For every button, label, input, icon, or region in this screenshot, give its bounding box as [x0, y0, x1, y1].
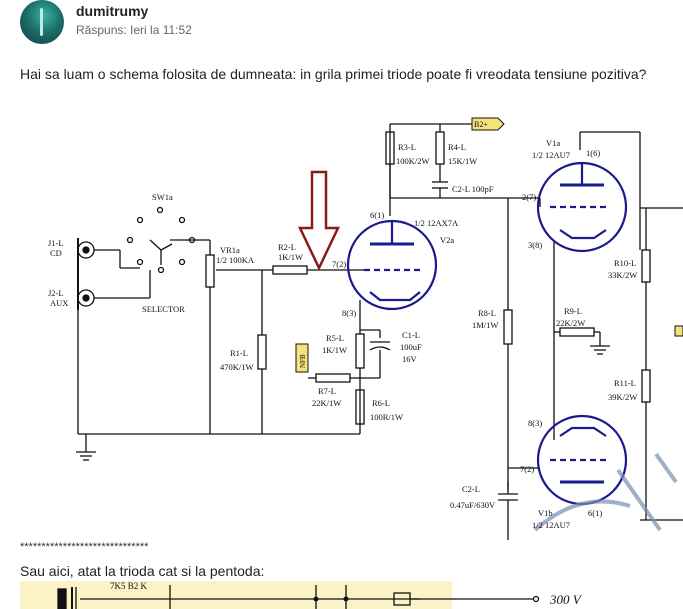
label-b72: 7(2): [520, 464, 534, 474]
label-sw: SW1a: [152, 192, 173, 202]
label-r3v: 100K/2W: [396, 156, 430, 166]
label-j2: J2-L: [48, 288, 64, 298]
label-v2a: V2a: [440, 235, 454, 245]
wires: [76, 123, 683, 540]
label-r9: R9-L: [564, 306, 582, 316]
avatar-glint: [40, 8, 43, 36]
junction-dot: [313, 596, 319, 602]
label-aux: AUX: [50, 298, 68, 308]
label-cd: CD: [50, 248, 62, 258]
label-b6: 6(1): [588, 508, 602, 518]
label-r2: R2-L: [278, 242, 296, 252]
label-r11v: 39K/2W: [608, 392, 637, 402]
b2-tag: [471, 117, 505, 131]
nfb-tag: [295, 343, 309, 373]
label-r2v: 1K/1W: [278, 252, 303, 262]
label-c2bv: 0.47uF/630V: [450, 500, 496, 510]
label-r9v: 22K/2W: [556, 318, 585, 328]
label-p38: 3(8): [528, 240, 542, 250]
second-wires: [57, 585, 540, 609]
label-r3: R3-L: [398, 142, 416, 152]
second-schematic-image: 7K5 B2 K 300 V: [20, 581, 620, 609]
schematic-svg: B2+ NFB J1-L CD J2-L AUX SW1a SELECTOR V…: [48, 117, 683, 540]
watermark-strokes: [533, 452, 678, 532]
label-c1v: 100uF: [400, 342, 422, 352]
label-c2: C2-L 100pF: [452, 184, 494, 194]
second-schematic-svg: 7K5 B2 K 300 V: [20, 581, 583, 609]
component-labels: J1-L CD J2-L AUX SW1a SELECTOR VR1a 1/2 …: [48, 138, 637, 530]
label-r7v: 22K/1W: [312, 398, 341, 408]
schematic-image: B2+ NFB J1-L CD J2-L AUX SW1a SELECTOR V…: [20, 110, 683, 540]
voltage-label: 300 V: [549, 592, 583, 607]
label-r8v: 1M/1W: [472, 320, 498, 330]
author-name[interactable]: dumitrumy: [76, 3, 149, 19]
label-v1b: V1b: [538, 508, 553, 518]
label-p16: 1(6): [586, 148, 600, 158]
label-c1: C1-L: [402, 330, 420, 340]
label-r4v: 15K/1W: [448, 156, 477, 166]
label-g7: 7(2): [332, 259, 346, 269]
label-c2b: C2-L: [462, 484, 480, 494]
b2-label: B2+: [474, 120, 488, 129]
label-v1bv: 1/2 12AU7: [532, 520, 570, 530]
tube-v1b: [536, 414, 628, 506]
label-r7: R7-L: [318, 386, 336, 396]
label-r1: R1-L: [230, 348, 248, 358]
second-bg: [20, 581, 452, 609]
annotation-arrow: [298, 170, 340, 271]
separator-stars: ******************************: [20, 541, 149, 553]
label-r11: R11-L: [614, 378, 636, 388]
avatar[interactable]: [20, 0, 64, 44]
label-r5v: 1K/1W: [322, 345, 347, 355]
label-r10v: 33K/2W: [608, 270, 637, 280]
label-r6v: 100R/1W: [370, 412, 403, 422]
label-v1av: 1/2 12AU7: [532, 150, 570, 160]
label-r10: R10-L: [614, 258, 636, 268]
post-meta: Răspuns: Ieri la 11:52: [76, 23, 192, 37]
tube-v1a: [536, 161, 628, 253]
post-caption: Sau aici, atat la trioda cat si la pento…: [20, 563, 265, 579]
label-v1a: V1a: [546, 138, 560, 148]
label-r5: R5-L: [326, 333, 344, 343]
label-vr1v: 1/2 100KA: [216, 255, 255, 265]
label-selector: SELECTOR: [142, 304, 185, 314]
junction-dot: [343, 596, 349, 602]
label-k8: 8(3): [342, 308, 356, 318]
label-r6: R6-L: [372, 398, 390, 408]
label-tube1: 1/2 12AX7A: [414, 218, 459, 228]
label-p6: 6(1): [370, 210, 384, 220]
label-b83: 8(3): [528, 418, 542, 428]
second-partial-label: 7K5 B2 K: [110, 581, 148, 591]
label-r4: R4-L: [448, 142, 466, 152]
post-question: Hai sa luam o schema folosita de dumneat…: [20, 66, 647, 82]
label-p27: 2(7): [522, 192, 536, 202]
out-tag: [674, 325, 683, 337]
label-r8: R8-L: [478, 308, 496, 318]
label-j1: J1-L: [48, 238, 64, 248]
tube-v2a: [346, 219, 438, 311]
label-vr1: VR1a: [220, 245, 240, 255]
label-c1v2: 16V: [402, 354, 418, 364]
label-r1v: 470K/1W: [220, 362, 254, 372]
nfb-label: NFB: [299, 354, 307, 368]
